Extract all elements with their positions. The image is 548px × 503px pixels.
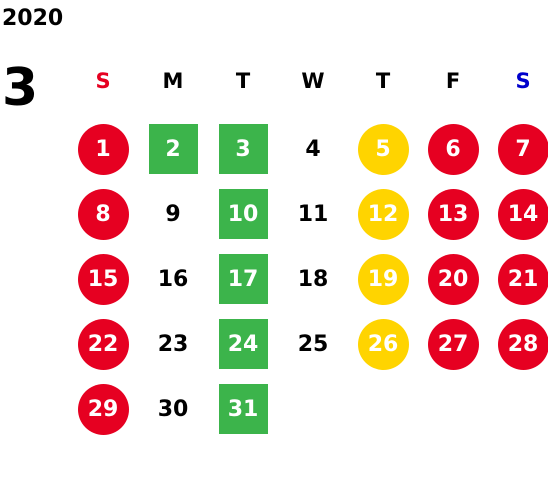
weekday-header-row: S M T W T F S <box>68 64 548 98</box>
day-cell: 10 <box>208 189 278 254</box>
day-cell: 2 <box>138 124 208 189</box>
year-label: 2020 <box>2 6 64 31</box>
day-number[interactable]: 19 <box>357 254 409 305</box>
day-cell: 28 <box>488 319 548 384</box>
weekday-fri: F <box>445 69 461 93</box>
day-number[interactable]: 24 <box>218 319 268 369</box>
day-cell: 1 <box>68 124 138 189</box>
day-number[interactable]: 5 <box>357 124 409 175</box>
day-number[interactable]: 11 <box>297 202 329 227</box>
day-number[interactable]: 6 <box>427 124 479 175</box>
day-cell: 30 <box>138 384 208 449</box>
day-number[interactable]: 26 <box>357 319 409 370</box>
day-cell: 14 <box>488 189 548 254</box>
day-cell: 23 <box>138 319 208 384</box>
weekday-sat: S <box>515 69 531 93</box>
day-number[interactable]: 14 <box>497 189 548 240</box>
day-number[interactable]: 4 <box>305 137 321 162</box>
day-cell: 8 <box>68 189 138 254</box>
day-cell: 5 <box>348 124 418 189</box>
day-cell: 29 <box>68 384 138 449</box>
day-cell: 24 <box>208 319 278 384</box>
day-number[interactable]: 28 <box>497 319 548 370</box>
day-number[interactable]: 29 <box>77 384 129 435</box>
day-number[interactable]: 20 <box>427 254 479 305</box>
day-number[interactable]: 2 <box>148 124 198 174</box>
day-number[interactable]: 7 <box>497 124 548 175</box>
day-number[interactable]: 12 <box>357 189 409 240</box>
day-cell: 21 <box>488 254 548 319</box>
day-cell: 25 <box>278 319 348 384</box>
day-cell: 6 <box>418 124 488 189</box>
day-number[interactable]: 21 <box>497 254 548 305</box>
month-number: 3 <box>2 58 39 118</box>
day-cell: 4 <box>278 124 348 189</box>
day-cell: 7 <box>488 124 548 189</box>
day-number[interactable]: 9 <box>165 202 181 227</box>
day-number[interactable]: 30 <box>157 397 189 422</box>
day-cell: 19 <box>348 254 418 319</box>
day-cell: 15 <box>68 254 138 319</box>
day-number[interactable]: 3 <box>218 124 268 174</box>
day-cell: 3 <box>208 124 278 189</box>
day-number[interactable]: 1 <box>77 124 129 175</box>
day-number[interactable]: 15 <box>77 254 129 305</box>
day-number[interactable]: 8 <box>77 189 129 240</box>
day-cell: 18 <box>278 254 348 319</box>
day-cell: 27 <box>418 319 488 384</box>
day-cell: 31 <box>208 384 278 449</box>
day-cell: 11 <box>278 189 348 254</box>
day-number[interactable]: 31 <box>218 384 268 434</box>
day-cell: 22 <box>68 319 138 384</box>
weekday-wed: W <box>301 69 325 93</box>
day-number[interactable]: 25 <box>297 332 329 357</box>
weekday-tue: T <box>235 69 251 93</box>
day-number[interactable]: 16 <box>157 267 189 292</box>
day-number[interactable]: 27 <box>427 319 479 370</box>
day-number[interactable]: 23 <box>157 332 189 357</box>
day-number[interactable]: 22 <box>77 319 129 370</box>
day-number[interactable]: 17 <box>218 254 268 304</box>
day-cell: 26 <box>348 319 418 384</box>
day-cell: 17 <box>208 254 278 319</box>
day-cell: 13 <box>418 189 488 254</box>
day-cell: 20 <box>418 254 488 319</box>
day-cell: 9 <box>138 189 208 254</box>
day-number[interactable]: 18 <box>297 267 329 292</box>
day-cell: 16 <box>138 254 208 319</box>
day-cell: 12 <box>348 189 418 254</box>
weekday-mon: M <box>162 69 184 93</box>
day-number[interactable]: 10 <box>218 189 268 239</box>
weekday-thu: T <box>375 69 391 93</box>
day-number[interactable]: 13 <box>427 189 479 240</box>
weekday-sun: S <box>95 69 111 93</box>
